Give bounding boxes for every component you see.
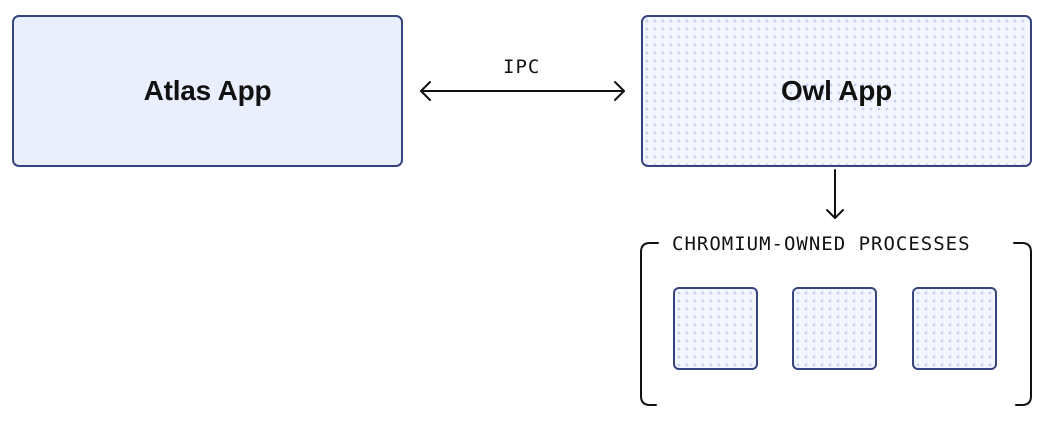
chromium-process-box: [912, 287, 997, 370]
chromium-group-label: CHROMIUM-OWNED PROCESSES: [670, 233, 973, 255]
chromium-group-bracket: [640, 242, 1032, 406]
owl-app-box: Owl App: [641, 15, 1032, 167]
atlas-app-label: Atlas App: [143, 75, 272, 106]
chromium-process-box: [673, 287, 758, 370]
ipc-label: IPC: [503, 56, 541, 78]
chromium-process-box: [792, 287, 877, 370]
ipc-arrow: [420, 81, 625, 101]
down-arrow: [826, 169, 844, 219]
atlas-app-box: Atlas App: [12, 15, 403, 167]
owl-app-label: Owl App: [780, 75, 893, 106]
